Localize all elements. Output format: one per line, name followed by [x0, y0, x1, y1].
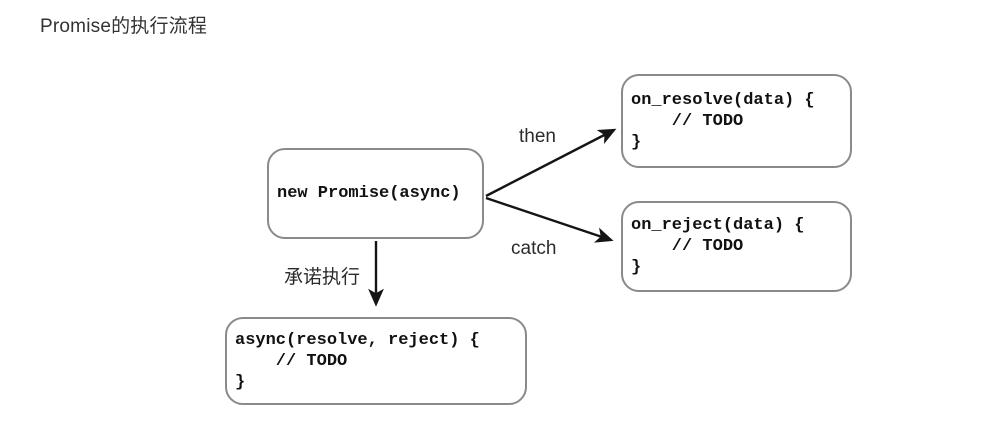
promise-exec-arrow-label: 承诺执行	[284, 267, 361, 288]
catch-arrow	[485, 196, 614, 243]
code-line: }	[631, 258, 642, 277]
page-title: Promise的执行流程	[40, 16, 208, 37]
node-on-reject: on_reject(data) { // TODO }	[621, 201, 852, 292]
code-line: on_reject(data) {	[631, 216, 805, 235]
then-arrow-label: then	[519, 126, 556, 147]
catch-arrow-label: catch	[511, 238, 557, 259]
code-line: }	[631, 132, 642, 152]
code-line: async(resolve, reject) {	[235, 330, 480, 350]
node-new-promise-label: new Promise(async)	[277, 184, 461, 203]
code-line: // TODO	[631, 111, 744, 131]
code-line: }	[235, 372, 246, 392]
node-new-promise: new Promise(async)	[267, 148, 484, 239]
node-on-resolve: on_resolve(data) { // TODO }	[621, 74, 852, 168]
code-line: // TODO	[631, 237, 744, 256]
code-line: on_resolve(data) {	[631, 90, 815, 110]
node-async-executor: async(resolve, reject) { // TODO }	[225, 317, 527, 405]
code-line: // TODO	[235, 351, 348, 371]
